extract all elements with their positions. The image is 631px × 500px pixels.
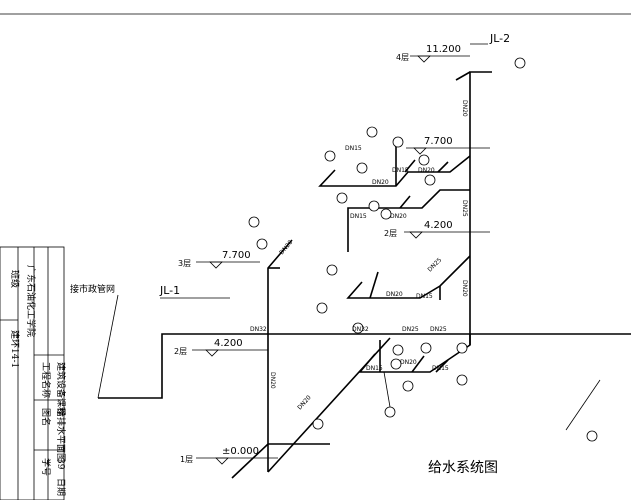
fixture-bubble xyxy=(256,238,268,250)
pipe-size-f3-b: DN15 xyxy=(392,167,409,174)
elevation-0000: 1层 ±0.000 xyxy=(180,446,278,465)
pipe-size-f3-d: DN20 xyxy=(372,179,389,186)
pipe-size-jl1-dn20: DN20 xyxy=(269,372,276,389)
fixture-bubble xyxy=(390,358,402,370)
fixture-bubble xyxy=(380,208,392,220)
floor3-branch: DN15 DN15 DN20 DN20 xyxy=(318,126,471,187)
riser-jl1: DN20 DN20 DN20 xyxy=(231,216,391,479)
title-block-class-value: 建环14-1 xyxy=(9,330,21,368)
fixture-bubble xyxy=(402,380,414,392)
title-block-project-value: 建筑设备课程 xyxy=(55,362,67,416)
elevation-11200: 4层 11.200 xyxy=(396,44,470,63)
floor-label-2-right: 2层 xyxy=(384,229,397,238)
title-block-id-value: 39 xyxy=(55,458,65,470)
pipe-size-jl2-mid: DN25 xyxy=(461,200,468,217)
floor-label-1: 1层 xyxy=(180,455,193,464)
municipal-connection: 接市政管网 JL-1 xyxy=(70,283,631,399)
elevation-value-0000: ±0.000 xyxy=(222,446,259,457)
floor-label-4: 4层 xyxy=(396,53,409,62)
title-block-date-label: 日期 xyxy=(55,478,66,496)
riser-jl1-label: JL-1 xyxy=(159,284,180,297)
drawing-title: 给水系统图 xyxy=(428,460,498,476)
pipe-size-f2m-a: DN20 xyxy=(386,291,403,298)
fixture-bubble xyxy=(368,200,380,212)
fixture-bubble xyxy=(316,302,328,314)
pipe-size-f1-a: DN15 xyxy=(366,365,383,372)
fixture-bubble xyxy=(392,344,404,356)
elevation-value-4200-left: 4.200 xyxy=(214,338,243,349)
fixture-bubble xyxy=(356,162,368,174)
fixture-bubble xyxy=(424,174,436,186)
leader-line xyxy=(565,379,601,431)
floor-label-2-left: 2层 xyxy=(174,347,187,356)
mains-label: 接市政管网 xyxy=(70,283,115,295)
fixture-bubble xyxy=(456,342,468,354)
title-block: 班级 建环14-1 广东石油化工学院 工程名称 图名 学号 建筑设备课程 给排水… xyxy=(0,246,67,500)
pipe-size-f3-a: DN15 xyxy=(345,145,362,152)
floor-label-3: 3层 xyxy=(178,259,191,268)
elevation-4200-right: 2层 4.200 xyxy=(384,220,490,239)
title-block-school: 广东石油化工学院 xyxy=(25,265,37,337)
pipe-size-main-dn25-a: DN25 xyxy=(402,326,419,333)
pipe-size-f1-c: DN20 xyxy=(400,359,417,366)
floor2-middle-branch: DN20 DN15 DN25 xyxy=(316,255,471,334)
pipe-size-jl1-top: DN20 xyxy=(278,239,294,256)
fixture-bubble xyxy=(366,126,378,138)
elevation-value-7700-left: 7.700 xyxy=(222,250,251,261)
elevation-7700-right: 7.700 xyxy=(406,136,490,155)
title-block-project-label: 工程名称 xyxy=(40,362,52,398)
pipe-size-jl2-top: DN20 xyxy=(461,100,468,117)
fixture-bubble xyxy=(352,322,364,334)
fixture-bubble xyxy=(384,406,396,418)
fixture-bubble xyxy=(514,57,526,69)
fixture-bubble xyxy=(418,154,430,166)
pipe-size-floor1-branch: DN20 xyxy=(296,394,313,411)
pipe-size-f2u-b: DN20 xyxy=(390,213,407,220)
riser-jl2: JL-2 DN20 DN25 DN20 xyxy=(455,32,526,345)
pipe-size-f3-c: DN20 xyxy=(418,167,435,174)
pipe-size-main-dn25-b: DN25 xyxy=(430,326,447,333)
floor2-upper-branch: DN15 DN20 xyxy=(336,189,470,252)
fixture-bubble xyxy=(312,418,324,430)
fixture-bubble xyxy=(248,216,260,228)
floor1-branch: DN15 DN15 DN20 xyxy=(358,334,471,418)
elevation-7700-left: 3层 7.700 xyxy=(178,250,260,269)
fixture-bubble xyxy=(326,264,338,276)
pipe-size-f2m-c: DN25 xyxy=(426,256,443,273)
fixture-bubble xyxy=(420,342,432,354)
title-block-drawing-label: 图名 xyxy=(40,408,52,426)
elevation-value-4200-right: 4.200 xyxy=(424,220,453,231)
pipe-size-jl2-low: DN20 xyxy=(461,280,468,297)
pipe-size-main-dn32: DN32 xyxy=(250,326,267,333)
elevation-value-7700-right: 7.700 xyxy=(424,136,453,147)
title-block-drawing-value: 给排水平面图 xyxy=(55,408,67,462)
pipe-size-f1-b: DN15 xyxy=(432,365,449,372)
elevation-4200-left: 2层 4.200 xyxy=(174,338,268,357)
pipe-size-f2u-a: DN15 xyxy=(350,213,367,220)
pipe-size-f2m-b: DN15 xyxy=(416,293,433,300)
fixture-bubble xyxy=(392,136,404,148)
fixture-bubble xyxy=(586,430,598,442)
fixture-bubble xyxy=(336,192,348,204)
title-block-id-label: 学号 xyxy=(40,458,52,476)
title-block-class-label: 班级 xyxy=(9,270,21,288)
riser-jl2-label: JL-2 xyxy=(489,32,510,45)
pipe-size-main-dn32-b: DN32 xyxy=(352,326,369,333)
fixture-bubble xyxy=(456,374,468,386)
elevation-value-11200: 11.200 xyxy=(426,44,461,55)
fixture-bubble xyxy=(324,150,336,162)
